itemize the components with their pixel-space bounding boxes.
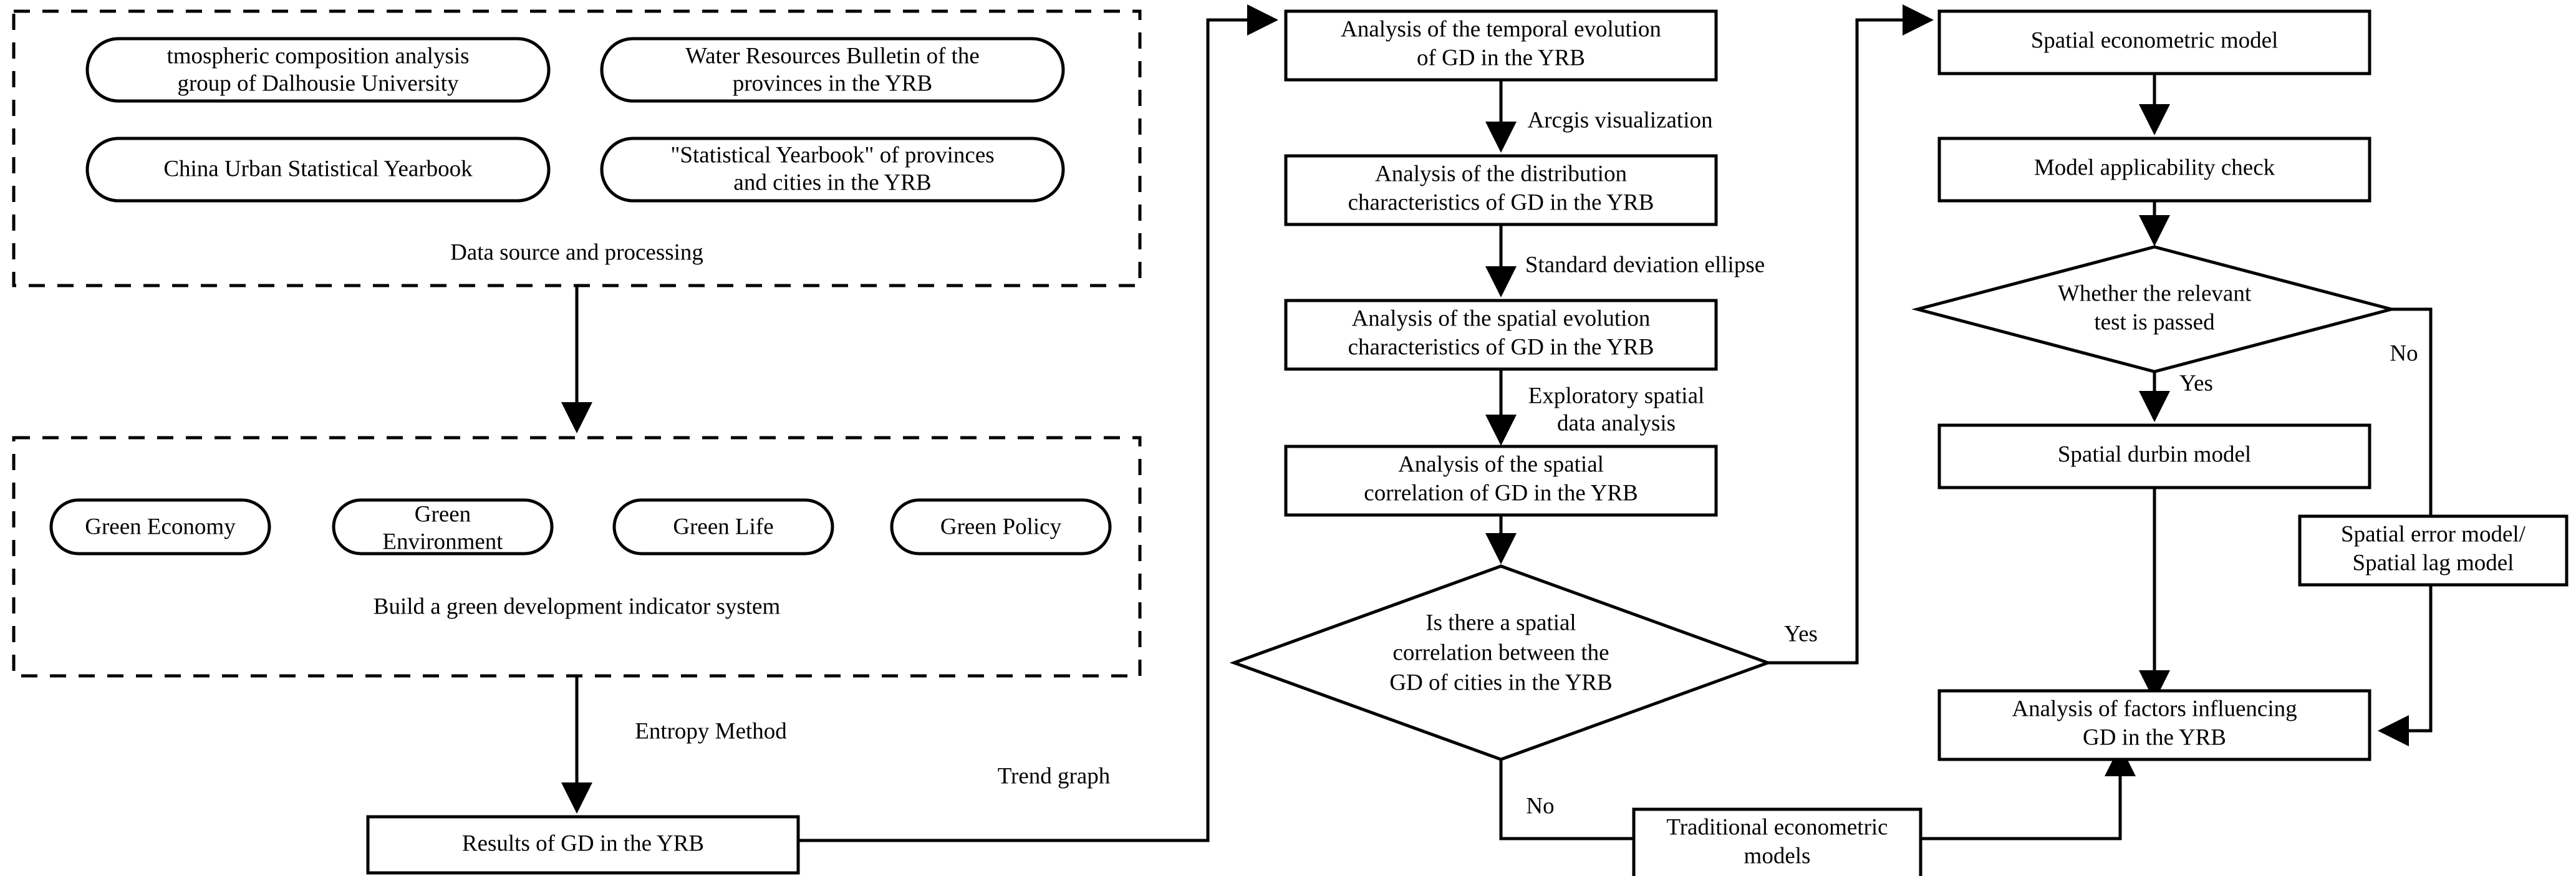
node-results-gd-label: Results of GD in the YRB [462,830,704,856]
node-spatial-error-lag-line2: Spatial lag model [2353,550,2514,575]
source-statistical-yearbook-line2: and cities in the YRB [733,170,931,195]
node-spatial-correlation-line2: correlation of GD in the YRB [1364,480,1638,506]
edge-entropy-method-label: Entropy Method [635,718,787,744]
decision-spatial-correlation-line3: GD of cities in the YRB [1389,670,1612,695]
indicator-green-economy-shape[interactable] [49,498,271,556]
node-spatial-error-lag-model-shape[interactable] [2298,514,2569,587]
indicator-green-life-label: Green Life [673,514,773,539]
group-indicator-label: Build a green development indicator syst… [374,594,781,619]
node-distribution-characteristics-shape[interactable] [1284,154,1718,226]
indicator-green-environment-line1: Green [415,501,471,527]
source-statistical-yearbook-line1: "Statistical Yearbook" of provinces [670,142,994,168]
edge-standard-deviation-ellipse-label: Standard deviation ellipse [1525,252,1765,277]
indicator-green-economy-label: Green Economy [85,514,236,539]
edge-test-no-path [2391,307,2433,516]
indicator-green-life-shape[interactable] [612,498,834,556]
decision-relevant-test-line2: test is passed [2094,309,2215,335]
node-traditional-models-line1: Traditional econometric [1666,814,1888,840]
edge-exploratory-spatial-line2: data analysis [1557,410,1676,436]
decision-spatial-correlation-line1: Is there a spatial [1425,610,1576,635]
edge-exploratory-spatial-line1: Exploratory spatial [1528,383,1705,408]
source-water-bulletin-shape[interactable] [600,37,1065,103]
edge-results-to-temporal [798,4,1278,842]
source-dalhousie-line2: group of Dalhousie University [177,70,459,96]
node-model-applicability-label: Model applicability check [2034,155,2275,180]
node-model-applicability-shape[interactable] [1937,137,2371,203]
node-distribution-line1: Analysis of the distribution [1375,161,1627,186]
indicator-green-policy-label: Green Policy [940,514,1062,539]
node-temporal-evolution-line2: of GD in the YRB [1417,45,1585,70]
source-water-bulletin-line1: Water Resources Bulletin of the [685,43,980,69]
node-results-gd-shape[interactable] [366,815,800,875]
edge-traditional-to-factors [1921,745,2136,840]
indicator-green-environment-line2: Environment [382,529,503,554]
indicator-green-policy-shape[interactable] [890,498,1112,556]
source-dalhousie-shape[interactable] [85,37,551,103]
node-factors-influencing-line2: GD in the YRB [2083,724,2226,750]
decision-spatial-correlation-line2: correlation between the [1392,640,1609,665]
edge-trend-graph-label: Trend graph [998,763,1111,789]
node-spatial-evolution-line2: characteristics of GD in the YRB [1348,334,1654,360]
node-factors-influencing-line1: Analysis of factors influencing [2012,696,2297,721]
edge-correlation-no-label: No [1526,793,1554,819]
node-distribution-line2: characteristics of GD in the YRB [1348,190,1654,215]
edge-errorlag-to-factors [2378,585,2433,746]
node-spatial-correlation-line1: Analysis of the spatial [1398,451,1604,477]
node-traditional-models-line2: models [1744,843,1811,869]
source-urban-yearbook-shape[interactable] [85,137,551,203]
node-spatial-durbin-model-shape[interactable] [1937,423,2371,489]
edge-correlation-yes-path [1768,4,1934,665]
edge-correlation-no-path [1499,759,1634,840]
node-spatial-econometric-model-label: Spatial econometric model [2031,27,2279,53]
decision-relevant-test-line1: Whether the relevant [2058,281,2252,306]
node-temporal-evolution-line1: Analysis of the temporal evolution [1341,16,1661,42]
node-spatial-durbin-model-label: Spatial durbin model [2058,441,2251,467]
node-traditional-models-shape[interactable] [1632,807,1922,876]
edge-test-yes-label: Yes [2179,370,2213,396]
group-indicator-box [12,436,1142,678]
node-temporal-evolution-shape[interactable] [1284,9,1718,82]
edge-correlation-yes-label: Yes [1784,621,1818,647]
edge-test-no-label: No [2390,340,2418,366]
group-data-source-label: Data source and processing [450,239,703,265]
source-dalhousie-line1: tmospheric composition analysis [166,43,469,69]
source-urban-yearbook-line1: China Urban Statistical Yearbook [163,156,473,181]
node-factors-influencing-shape[interactable] [1937,689,2371,761]
source-water-bulletin-line2: provinces in the YRB [733,70,932,96]
node-spatial-error-lag-line1: Spatial error model/ [2341,521,2526,547]
source-statistical-yearbook-shape[interactable] [600,137,1065,203]
indicator-green-environment-shape[interactable] [332,498,554,556]
node-spatial-evolution-line1: Analysis of the spatial evolution [1352,306,1651,331]
edge-arcgis-visualization-label: Arcgis visualization [1528,107,1713,133]
